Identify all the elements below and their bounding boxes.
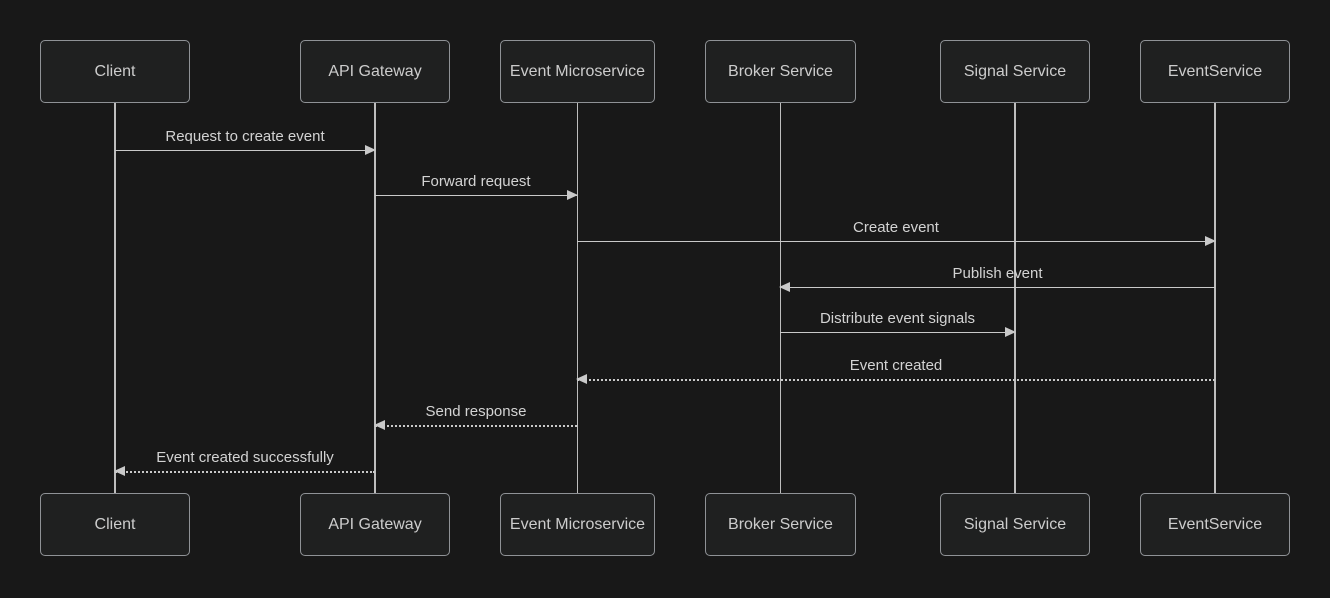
arrowhead-right-icon xyxy=(365,145,376,155)
arrowhead-right-icon xyxy=(567,190,578,200)
message-label: Forward request xyxy=(421,173,531,190)
message-line xyxy=(577,241,1215,242)
actor-label: Broker Service xyxy=(728,62,833,80)
actor-api-gateway-bottom: API Gateway xyxy=(300,493,450,556)
actor-label: Signal Service xyxy=(963,515,1067,533)
actor-label: API Gateway xyxy=(328,62,422,80)
lifeline-signal-service xyxy=(1014,103,1016,493)
actor-eventservice-bottom: EventService xyxy=(1140,493,1290,556)
message-line-dashed xyxy=(577,379,1215,381)
message-label: Publish event xyxy=(952,265,1043,282)
actor-label: Client xyxy=(94,62,136,80)
actor-event-microservice-top: Event Microservice xyxy=(500,40,655,103)
actor-event-microservice-bottom: Event Microservice xyxy=(500,493,655,556)
lifeline-event-microservice xyxy=(576,103,579,493)
actor-label: Client xyxy=(94,515,136,533)
arrowhead-left-icon xyxy=(779,282,790,292)
actor-api-gateway-top: API Gateway xyxy=(300,40,450,103)
arrowhead-right-icon xyxy=(1205,236,1216,246)
actor-signal-service-bottom: Signal Service xyxy=(940,493,1090,556)
message-label: Event created successfully xyxy=(156,449,334,466)
actor-label: Event Microservice xyxy=(509,515,646,533)
actor-label: EventService xyxy=(1167,62,1263,80)
message-line xyxy=(115,150,375,151)
message-label: Distribute event signals xyxy=(819,310,976,327)
message-label: Create event xyxy=(853,219,939,236)
actor-client-top: Client xyxy=(40,40,190,103)
message-line-dashed xyxy=(115,471,375,473)
message-label: Event created xyxy=(849,357,943,374)
arrowhead-right-icon xyxy=(1005,327,1016,337)
message-line-dashed xyxy=(375,425,577,427)
actor-client-bottom: Client xyxy=(40,493,190,556)
arrowhead-left-icon xyxy=(114,466,125,476)
actor-label: API Gateway xyxy=(328,515,422,533)
message-label: Request to create event xyxy=(165,128,325,145)
lifeline-broker-service xyxy=(779,103,782,493)
lifeline-client xyxy=(114,103,116,493)
message-line xyxy=(780,287,1215,288)
message-line xyxy=(375,195,577,196)
lifeline-api-gateway xyxy=(374,103,376,493)
actor-label: Signal Service xyxy=(963,62,1067,80)
actor-signal-service-top: Signal Service xyxy=(940,40,1090,103)
actor-broker-service-top: Broker Service xyxy=(705,40,856,103)
actor-label: Broker Service xyxy=(728,515,833,533)
actor-label: EventService xyxy=(1167,515,1263,533)
actor-eventservice-top: EventService xyxy=(1140,40,1290,103)
arrowhead-left-icon xyxy=(576,374,587,384)
arrowhead-left-icon xyxy=(374,420,385,430)
message-label: Send response xyxy=(425,403,527,420)
actor-broker-service-bottom: Broker Service xyxy=(705,493,856,556)
message-line xyxy=(780,332,1015,333)
lifeline-eventservice xyxy=(1214,103,1216,493)
actor-label: Event Microservice xyxy=(509,62,646,80)
